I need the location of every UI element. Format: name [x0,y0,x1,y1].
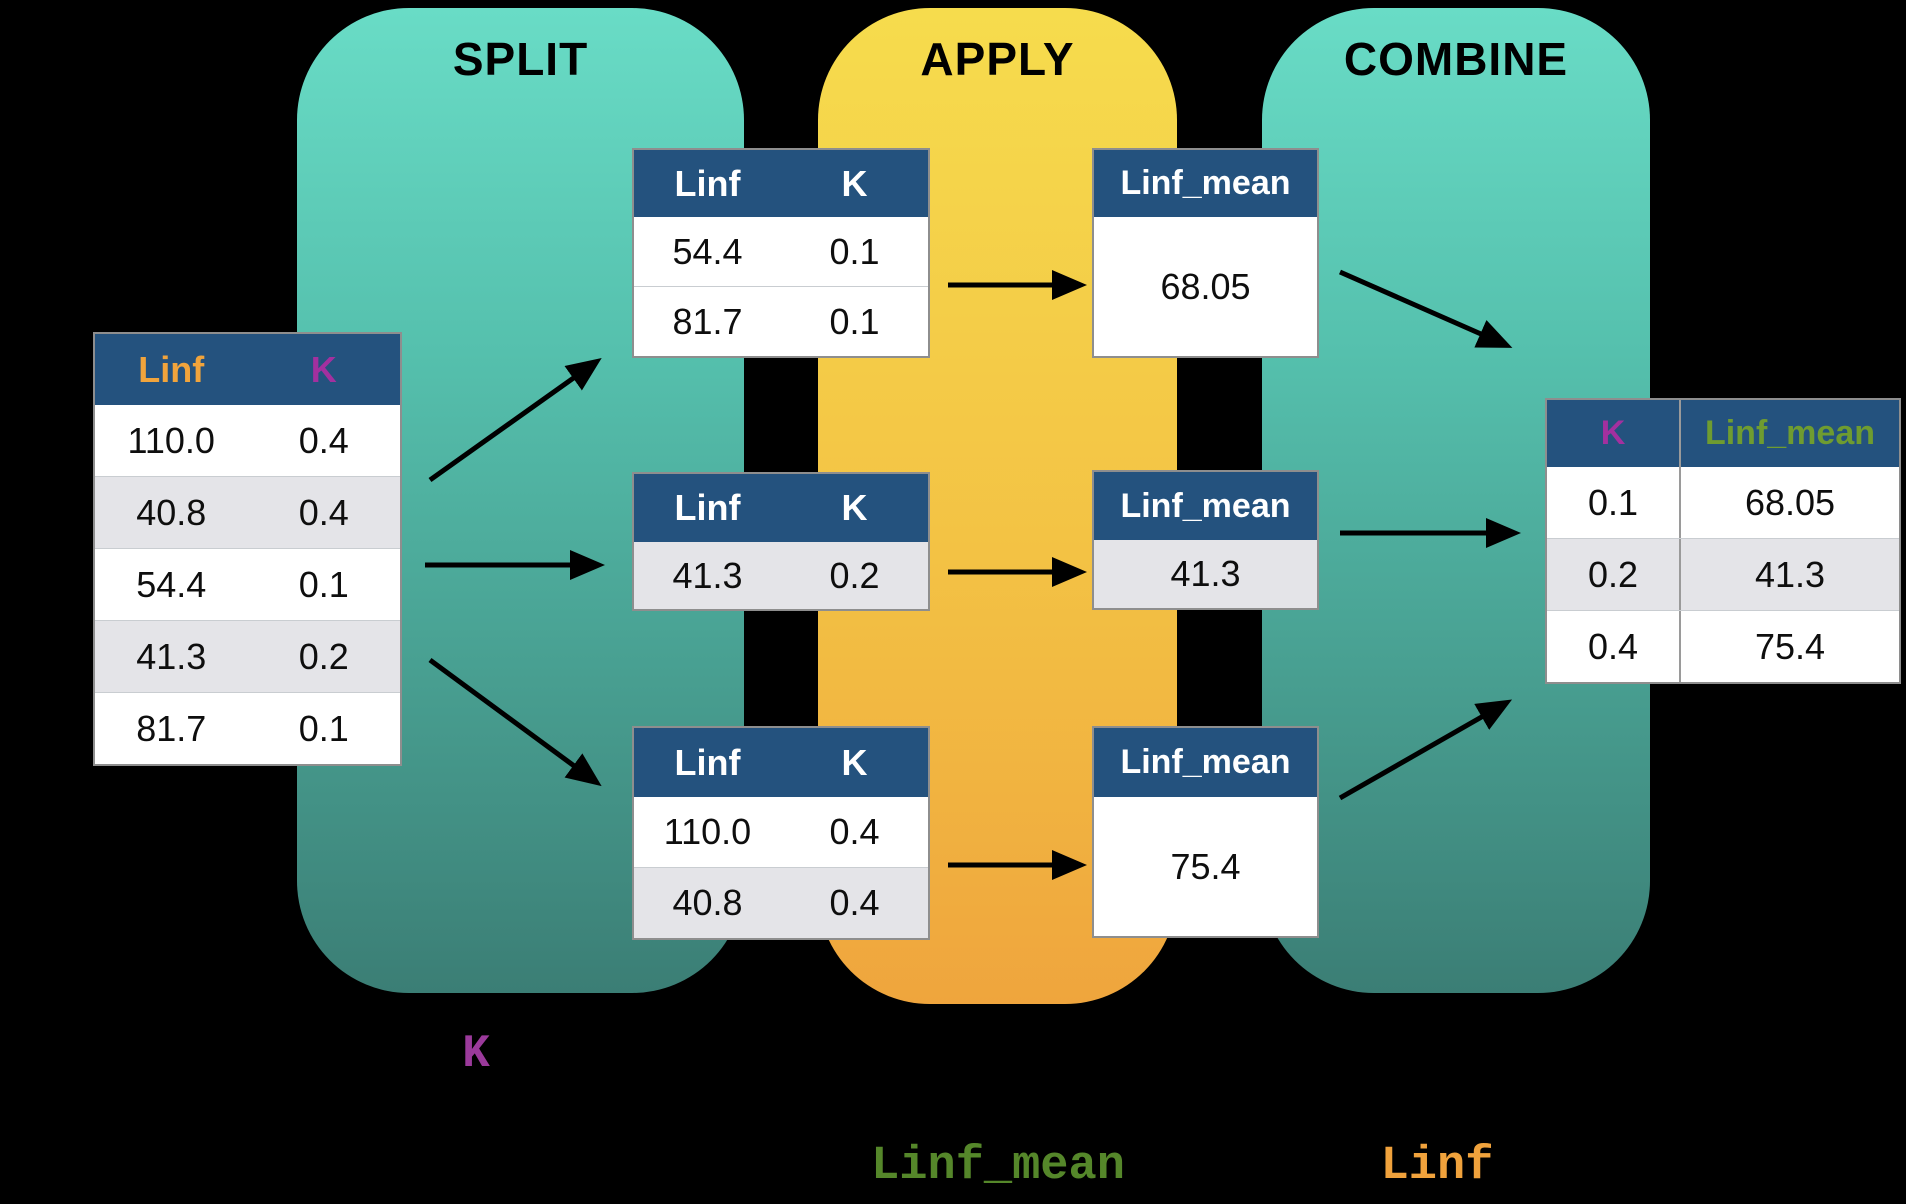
cell-linf: 110.0 [127,419,215,461]
table-row: 68.05 [1094,217,1317,356]
combined-header-linf-mean: Linf_mean [1679,400,1899,467]
table-row: 110.0 0.4 [634,797,928,867]
cell-linf-mean: 41.3 [1679,539,1899,610]
combined-header-k: K [1600,414,1626,452]
cell-k: 0.2 [829,554,880,596]
cell-k: 0.2 [298,635,349,677]
table-row: 0.4 75.4 [1547,610,1899,682]
table-row: 54.4 0.1 [634,217,928,286]
split-table-header: Linf K [634,150,928,217]
cell-linf: 81.7 [672,300,743,342]
cell-k: 0.1 [1587,481,1639,523]
split-header-k: K [841,741,868,783]
table-row: 41.3 0.2 [95,620,400,692]
table-row: 40.8 0.4 [634,867,928,938]
table-row: 0.2 41.3 [1547,538,1899,610]
apply-header-linf-mean: Linf_mean [1120,164,1291,202]
source-data-table: Linf K 110.0 0.4 40.8 0.4 54.4 0.1 41.3 … [93,332,402,766]
apply-table-header: Linf_mean [1094,150,1317,217]
cell-linf-mean: 75.4 [1679,611,1899,682]
cell-k: 0.4 [298,419,349,461]
apply-stage-title: APPLY [920,33,1075,85]
arrow-mean1-to-combined [1338,269,1513,348]
table-row: 41.3 0.2 [634,542,928,609]
split-header-linf: Linf [674,487,741,528]
split-stage-title: SPLIT [452,33,589,85]
arrow-mean3-to-combined [1338,699,1513,801]
cell-linf: 110.0 [663,811,752,852]
cell-k: 0.1 [298,707,349,749]
cell-linf: 54.4 [136,563,207,605]
cell-linf-mean: 68.05 [1679,467,1899,538]
caption-value-label: Linf [1380,1140,1494,1193]
cell-k: 0.4 [829,811,880,852]
split-header-linf: Linf [674,741,741,783]
table-row: 110.0 0.4 [95,405,400,476]
split-group-table-k02: Linf K 41.3 0.2 [632,472,930,611]
combined-table-header: K Linf_mean [1547,400,1899,467]
apply-table-header: Linf_mean [1094,472,1317,540]
table-row: 54.4 0.1 [95,548,400,620]
split-header-linf: Linf [674,162,741,204]
apply-table-header: Linf_mean [1094,728,1317,797]
cell-linf-mean: 41.3 [1170,553,1241,594]
cell-k: 0.1 [829,230,880,272]
cell-linf-mean: 75.4 [1170,845,1241,887]
apply-header-linf-mean: Linf_mean [1120,743,1291,781]
split-header-k: K [841,162,868,204]
cell-k: 0.4 [829,882,880,923]
caption-group-key: K [462,1028,490,1080]
split-table-header: Linf K [634,728,928,797]
split-header-k: K [841,487,868,528]
cell-linf: 40.8 [136,491,207,533]
source-header-linf: Linf [138,348,205,390]
combine-stage-title: COMBINE [1343,33,1569,85]
split-group-table-k04: Linf K 110.0 0.4 40.8 0.4 [632,726,930,940]
cell-linf: 40.8 [672,882,743,923]
apply-result-table-k01: Linf_mean 68.05 [1092,148,1319,358]
source-table-header: Linf K [95,334,400,405]
cell-linf: 81.7 [136,707,207,749]
table-row: 81.7 0.1 [634,286,928,356]
cell-k: 0.2 [1587,553,1639,595]
apply-header-linf-mean: Linf_mean [1120,486,1291,525]
cell-k: 0.1 [298,563,349,605]
apply-result-table-k04: Linf_mean 75.4 [1092,726,1319,938]
cell-linf-mean: 68.05 [1160,265,1251,307]
cell-k: 0.1 [829,300,880,342]
split-table-header: Linf K [634,474,928,542]
combined-result-table: K Linf_mean 0.1 68.05 0.2 41.3 0.4 75.4 [1545,398,1901,684]
arrow-source-to-group3 [428,657,602,787]
table-row: 40.8 0.4 [95,476,400,548]
cell-k: 0.4 [1587,625,1639,667]
caption-mean-label: Linf_mean [871,1140,1125,1193]
arrow-source-to-group1 [428,357,602,483]
cell-linf: 41.3 [136,635,207,677]
table-row: 81.7 0.1 [95,692,400,764]
source-header-k: K [310,348,337,390]
table-row: 75.4 [1094,797,1317,936]
cell-linf: 41.3 [672,554,743,596]
apply-result-table-k02: Linf_mean 41.3 [1092,470,1319,610]
cell-linf: 54.4 [672,230,743,272]
cell-k: 0.4 [298,491,349,533]
split-group-table-k01: Linf K 54.4 0.1 81.7 0.1 [632,148,930,358]
table-row: 41.3 [1094,540,1317,608]
table-row: 0.1 68.05 [1547,467,1899,538]
